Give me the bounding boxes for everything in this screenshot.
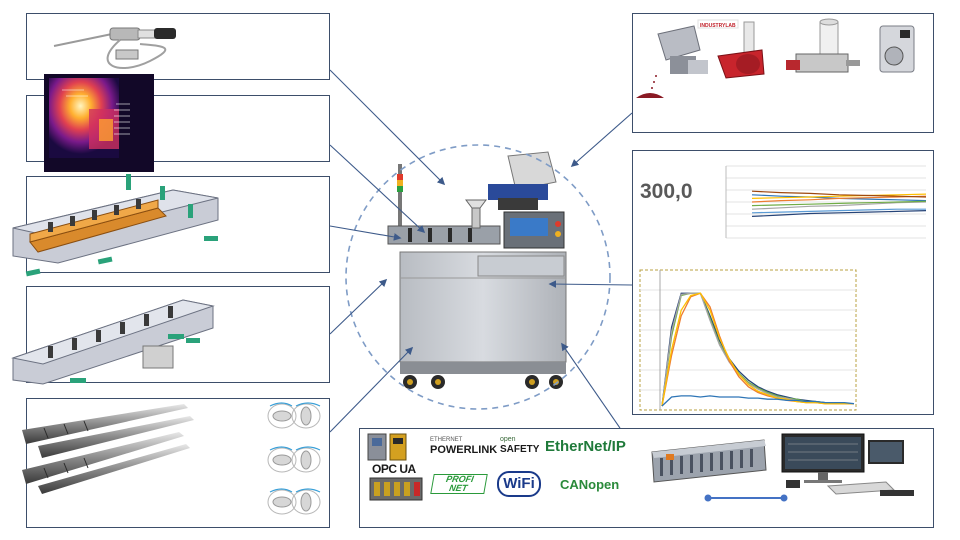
- trend-chart: [725, 165, 927, 239]
- profinet-logo-bottom: NET: [448, 483, 469, 493]
- plc-hardware-image: [367, 433, 407, 461]
- series-line-1: [751, 195, 927, 203]
- temperature-readout: 300,0: [640, 180, 693, 203]
- series-line-2: [751, 201, 927, 210]
- feeders-image: INDUSTRYLAB: [636, 18, 915, 98]
- series-line-5: [661, 395, 855, 407]
- series-line-3: [751, 193, 927, 199]
- wifi-logo: WiFi: [497, 471, 541, 497]
- series-line-4: [661, 292, 854, 407]
- extruder-machine-image: [387, 151, 567, 389]
- panel-pressure-sensor: [26, 13, 330, 80]
- io-rack-image: [651, 439, 767, 483]
- ethernet-ip-logo: EtherNet/IP: [545, 438, 626, 455]
- barrel-heaters-image: [12, 174, 219, 277]
- thermal-camera-image: [44, 74, 154, 172]
- powerlink-logo-top: ETHERNET: [430, 437, 463, 443]
- cure-curve-chart: [639, 269, 857, 411]
- barrel-sections-image: [11, 299, 215, 385]
- series-line-4: [751, 208, 926, 214]
- brand-logo-text: INDUSTRYLAB: [700, 23, 736, 29]
- panel-data-charts: [632, 150, 934, 415]
- series-line-6: [751, 210, 927, 217]
- workstation-image: [781, 433, 914, 496]
- powerlink-logo: POWERLINK: [430, 444, 498, 456]
- series-line-5: [751, 200, 927, 207]
- open-safety-logo-top: open: [500, 436, 516, 443]
- io-module-image: [369, 477, 423, 501]
- series-line-7: [751, 190, 927, 198]
- screw-cross-sections: [267, 402, 321, 515]
- arrow-feeders: [570, 112, 633, 168]
- wifi-logo-text: WiFi: [503, 475, 535, 492]
- open-safety-logo: SAFETY: [500, 444, 540, 455]
- plot-frame: [639, 269, 857, 411]
- pressure-sensor-image: [53, 27, 176, 69]
- profinet-logo: PROFI NET: [430, 474, 488, 494]
- canopen-logo: CANopen: [560, 477, 620, 492]
- screws-image: [22, 404, 194, 494]
- opc-ua-logo: OPC UA: [372, 462, 416, 476]
